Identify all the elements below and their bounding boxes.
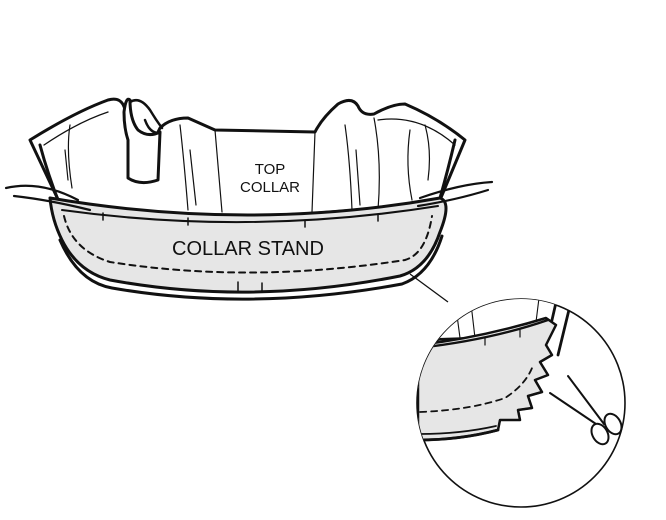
collar-stand-label: COLLAR STAND bbox=[172, 238, 324, 260]
scissors-icon bbox=[549, 375, 623, 446]
detail-leader-line bbox=[409, 273, 449, 303]
detail-magnifier bbox=[416, 298, 626, 508]
stitching-line bbox=[63, 215, 433, 274]
top-collar-label-line1: TOP bbox=[255, 161, 286, 178]
notch-marks bbox=[102, 212, 379, 293]
top-collar-label-line2: COLLAR bbox=[240, 179, 300, 196]
threads bbox=[4, 180, 494, 212]
collar-fold-left bbox=[122, 97, 162, 185]
fabric-folds bbox=[64, 117, 431, 213]
collar-assembly bbox=[4, 97, 494, 301]
collar-stand bbox=[48, 196, 448, 294]
